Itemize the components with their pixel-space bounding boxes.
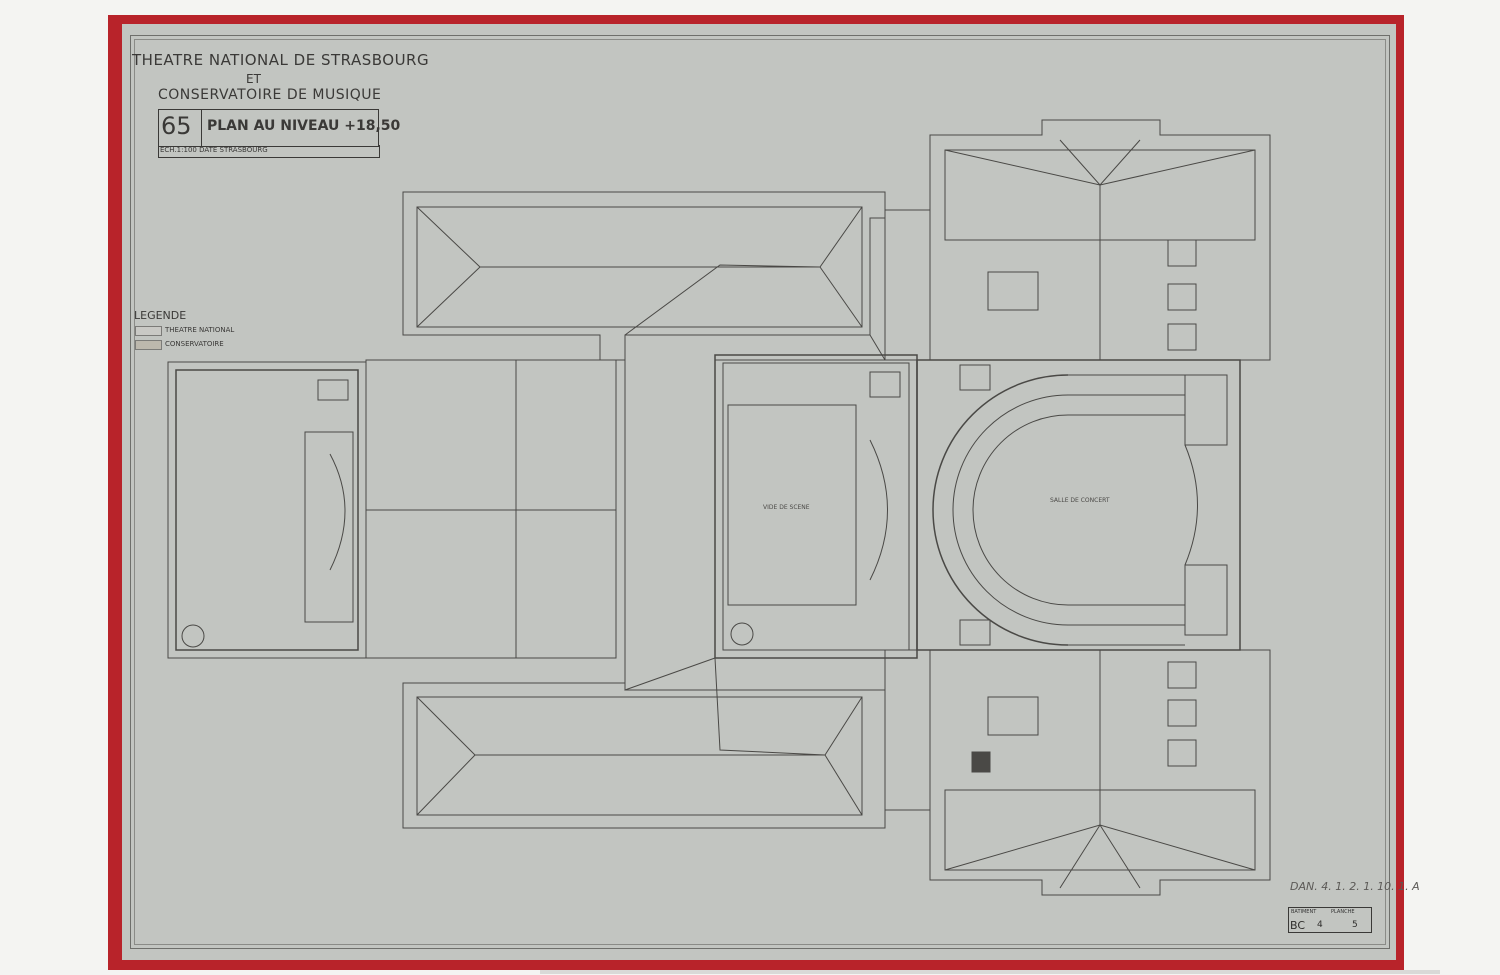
lower-hip-line-2 xyxy=(416,754,476,816)
hall-stage-curve xyxy=(1184,444,1198,566)
stamp-number: 4 xyxy=(1317,920,1323,930)
archive-signature: DAN. 4. 1. 2. 1. 10. 1. A xyxy=(1290,880,1420,893)
stage-block xyxy=(714,354,918,659)
hall-stair-top xyxy=(959,364,991,391)
lower-roof-inner xyxy=(416,696,863,816)
spiral-stair-stage xyxy=(730,622,754,646)
title-line-1: THEATRE NATIONAL DE STRASBOURG xyxy=(132,51,430,69)
stage-void xyxy=(727,404,857,606)
upper-right-hip xyxy=(944,149,1256,186)
left-block-outline xyxy=(167,361,367,659)
central-lower-ridge xyxy=(714,657,826,756)
lower-right-gable xyxy=(1059,824,1141,889)
lower-hip-line xyxy=(416,696,863,756)
stage-curve xyxy=(869,439,888,581)
upper-roof-inner xyxy=(416,206,863,328)
legend-swatch-theatre xyxy=(135,326,162,336)
archive-stamp: BATIMENT PLANCHE xyxy=(1288,907,1372,933)
plan-title: PLAN AU NIVEAU +18,50 xyxy=(207,118,401,134)
left-stage-area xyxy=(304,431,354,623)
stamp-building: BC xyxy=(1290,919,1306,932)
stamp-sheet: 5 xyxy=(1352,920,1358,930)
drawing-sheet xyxy=(122,24,1396,960)
sheet-number: 65 xyxy=(161,112,192,140)
plan-title-box xyxy=(200,109,379,147)
hall-box-top xyxy=(1184,374,1228,446)
hall-stair-bottom xyxy=(959,619,991,646)
title-line-2: ET xyxy=(246,72,261,86)
lower-right-skylight xyxy=(987,696,1039,736)
spiral-stair-left xyxy=(181,624,205,648)
upper-right-window-1 xyxy=(1167,239,1197,267)
drawing-frame-inner xyxy=(134,39,1386,945)
lower-right-roof xyxy=(929,649,1271,896)
connecting-block xyxy=(365,359,617,659)
concert-hall-curve-inner xyxy=(972,414,1069,606)
upper-right-window-3 xyxy=(1167,323,1197,351)
left-stage-curve xyxy=(329,453,346,571)
upper-right-window-2 xyxy=(1167,283,1197,311)
legend-swatch-conservatoire xyxy=(135,340,162,350)
upper-hip-line xyxy=(416,206,863,268)
concert-hall-curve-outer xyxy=(932,374,1069,646)
bottom-strip xyxy=(540,970,1440,974)
upper-right-skylight xyxy=(987,271,1039,311)
legend-label-conservatoire: CONSERVATOIRE xyxy=(165,340,224,348)
upper-hip-line-3 xyxy=(819,266,863,328)
lower-right-hip xyxy=(944,824,1256,871)
concert-hall-block xyxy=(916,359,1241,651)
info-box xyxy=(158,145,380,158)
upper-connector xyxy=(884,209,931,361)
drawing-frame-outer xyxy=(130,35,1390,949)
hall-box-bottom xyxy=(1184,564,1228,636)
legend-title: LEGENDE xyxy=(134,309,187,322)
legend-label-theatre: THEATRE NATIONAL xyxy=(165,326,235,334)
stamp-header-right: PLANCHE xyxy=(1331,909,1355,915)
concert-hall-curve-mid xyxy=(952,394,1069,626)
stamp-header-left: BATIMENT xyxy=(1291,909,1317,915)
lower-right-window-3 xyxy=(1167,739,1197,767)
upper-hip-line-2 xyxy=(416,266,481,328)
left-block-wall xyxy=(175,369,359,651)
lower-right-window-1 xyxy=(1167,661,1197,689)
room-label-concert-hall: SALLE DE CONCERT xyxy=(1050,497,1110,504)
room-label-stage-void: VIDE DE SCENE xyxy=(763,504,810,511)
lower-connector xyxy=(884,649,931,811)
scale-text: ECH.1:100 DATE STRASBOURG xyxy=(160,146,268,154)
title-line-3: CONSERVATOIRE DE MUSIQUE xyxy=(158,87,382,103)
stair-stage-top xyxy=(869,371,901,398)
sheet-number-box xyxy=(158,109,202,147)
stair-left-top xyxy=(317,379,349,401)
lower-right-window-2 xyxy=(1167,699,1197,727)
central-ridge xyxy=(624,264,821,336)
central-roof xyxy=(624,334,886,691)
stage-block-inner xyxy=(722,362,910,651)
lower-hip-line-3 xyxy=(824,754,863,816)
lower-right-marker xyxy=(971,751,991,773)
